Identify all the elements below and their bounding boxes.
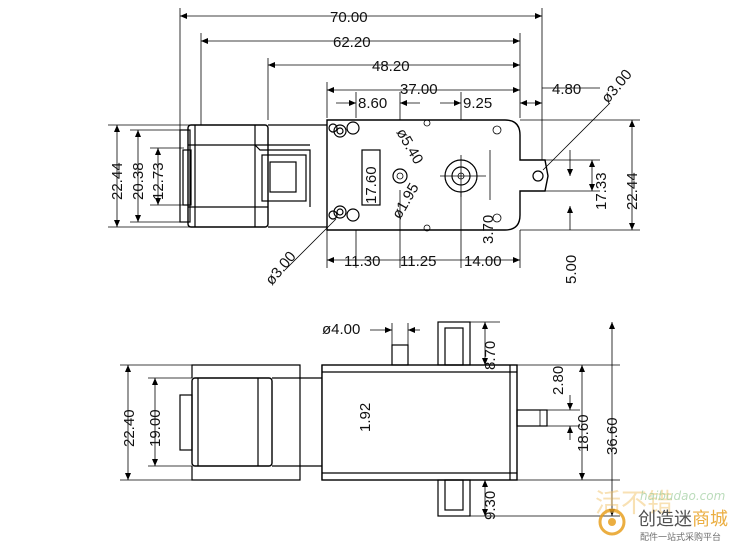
side-view: ø4.00 8.70 1.92 22.40 19.00 2.80 18.60 3… (120, 321, 621, 520)
watermark: 活不错 创造迷 商城 配件一站式采购平台 haibudao.com (595, 489, 728, 543)
dim-length-37: 37.00 (400, 81, 438, 98)
watermark-url: haibudao.com (640, 489, 725, 503)
dim-height-36-60: 36.60 (604, 417, 621, 455)
dim-height-22-44-left: 22.44 (109, 162, 126, 200)
dim-height-22-44-right: 22.44 (624, 172, 641, 210)
dim-length-11-25: 11.25 (400, 253, 436, 270)
dim-height-12-73: 12.73 (150, 162, 167, 200)
dim-length-14-00: 14.00 (464, 253, 502, 270)
dim-height-20-38: 20.38 (130, 162, 147, 200)
dim-shaft-dia: ø4.00 (322, 321, 360, 338)
dim-length-4-80: 4.80 (552, 81, 581, 98)
dim-tab-height-top: 8.70 (482, 341, 499, 370)
dim-length-62: 62.20 (333, 34, 371, 51)
dim-offset-3-70: 3.70 (480, 215, 497, 244)
gear-icon (598, 508, 626, 536)
top-view: 70.00 62.20 48.20 37.00 8.60 9.25 4.80 (108, 8, 641, 289)
dim-height-19-00: 19.00 (147, 409, 164, 447)
dia-hole-mount-right: ø3.00 (598, 66, 636, 106)
dim-overall-length: 70.00 (330, 9, 368, 26)
dim-offset-5-00: 5.00 (563, 255, 580, 284)
dim-length-9-25: 9.25 (463, 95, 492, 112)
dia-hole-mount-left: ø3.00 (262, 248, 300, 288)
dim-height-1-92: 1.92 (357, 403, 374, 432)
dim-tab-height-bottom: 9.30 (482, 491, 499, 520)
dim-height-17-60: 17.60 (363, 166, 380, 204)
dim-height-17-33: 17.33 (593, 172, 610, 210)
dim-offset-2-80: 2.80 (550, 366, 567, 395)
dim-length-8-60: 8.60 (358, 95, 387, 112)
watermark-logo-chars: 活不错 (595, 489, 673, 519)
dim-height-22-40: 22.40 (121, 409, 138, 447)
watermark-brand-accent: 商城 (692, 509, 728, 530)
dim-length-11-30: 11.30 (344, 253, 380, 270)
dim-height-18-60: 18.60 (575, 414, 592, 452)
watermark-tagline: 配件一站式采购平台 (640, 531, 721, 543)
watermark-brand: 创造迷 (638, 509, 692, 530)
dim-length-48: 48.20 (372, 58, 410, 75)
